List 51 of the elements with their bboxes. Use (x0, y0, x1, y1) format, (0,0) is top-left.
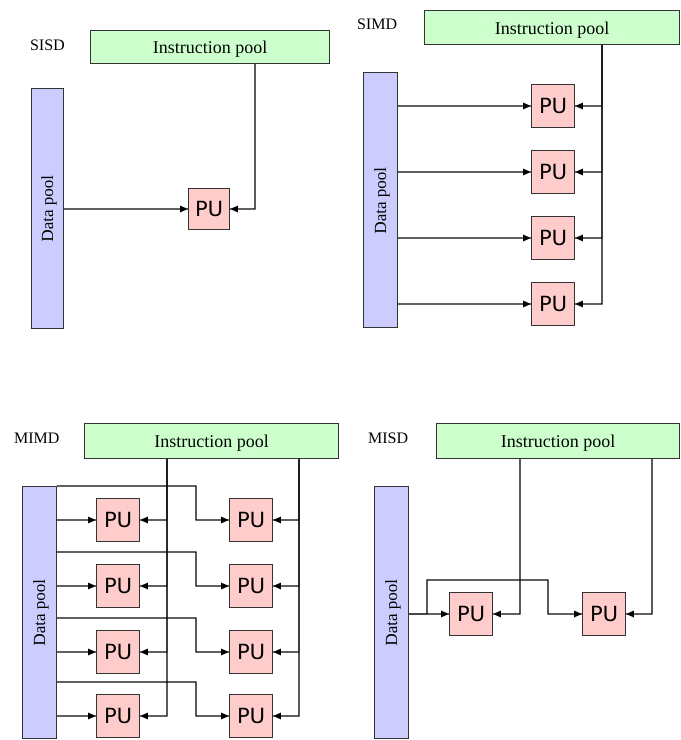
arrow (57, 617, 229, 656)
processing-unit-box: PU (96, 694, 140, 738)
processing-unit-box: PU (188, 188, 230, 230)
category-label: SISD (30, 38, 65, 54)
processing-unit-box: PU (229, 694, 273, 738)
bar-label: Data pool (372, 166, 389, 234)
arrow (57, 485, 229, 524)
instruction-pool-box: Instruction pool (424, 10, 680, 45)
processing-unit-box: PU (96, 498, 140, 542)
arrow (273, 459, 300, 720)
arrow (409, 579, 582, 618)
arrow (57, 681, 229, 720)
category-label: SIMD (357, 17, 398, 33)
processing-unit-box: PU (449, 592, 493, 636)
processing-unit-box: PU (531, 150, 575, 194)
processing-unit-box: PU (531, 216, 575, 260)
arrow (57, 712, 96, 720)
arrow (57, 648, 96, 656)
arrow (398, 234, 531, 242)
arrow (398, 168, 531, 176)
processing-unit-box: PU (96, 630, 140, 674)
data-pool-bar (363, 72, 398, 328)
processing-unit-box: PU (229, 630, 273, 674)
category-label: MIMD (14, 431, 60, 447)
bar-label: Data pool (31, 579, 48, 646)
instruction-pool-box: Instruction pool (436, 423, 680, 459)
arrow (230, 64, 256, 212)
processing-unit-box: PU (229, 564, 273, 608)
bar-label: Data pool (39, 175, 56, 242)
processing-unit-box: PU (96, 564, 140, 608)
arrow (398, 300, 531, 308)
arrow (493, 459, 521, 618)
data-pool-bar (31, 88, 64, 329)
arrow (57, 516, 96, 524)
instruction-pool-box: Instruction pool (84, 423, 339, 459)
arrow (57, 551, 229, 590)
instruction-pool-box: Instruction pool (90, 30, 330, 64)
arrow (575, 45, 603, 308)
arrow (57, 582, 96, 590)
processing-unit-box: PU (582, 592, 626, 636)
arrow (64, 206, 188, 212)
arrow (626, 459, 653, 618)
processing-unit-box: PU (229, 498, 273, 542)
arrow (398, 102, 531, 110)
data-pool-bar (22, 486, 57, 739)
bar-label: Data pool (383, 579, 400, 646)
arrow (140, 459, 168, 720)
category-label: MISD (368, 431, 408, 447)
processing-unit-box: PU (531, 282, 575, 326)
processing-unit-box: PU (531, 84, 575, 128)
data-pool-bar (374, 486, 409, 739)
